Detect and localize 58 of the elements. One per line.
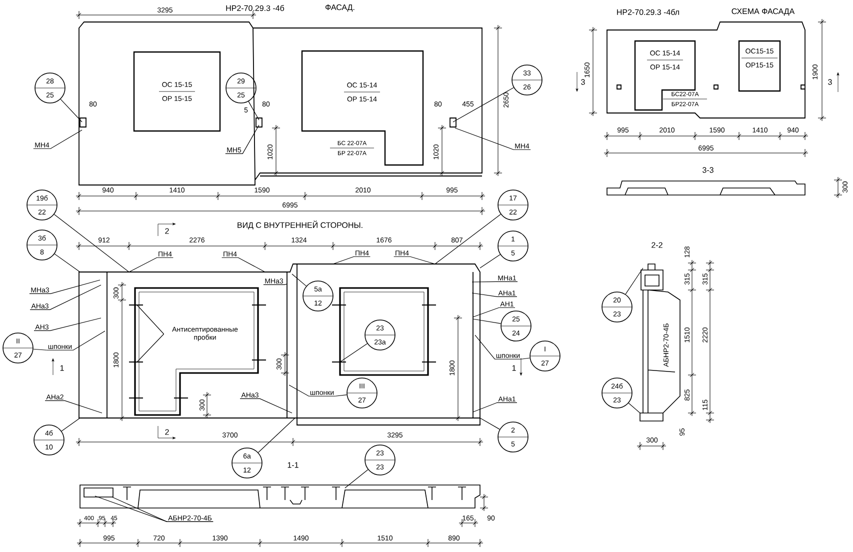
leader-line: [332, 256, 370, 264]
leader-line: [480, 254, 500, 268]
leader-line: [46, 330, 106, 350]
leader-line: [472, 292, 518, 297]
leader-line: [263, 284, 288, 285]
leader-line: [248, 101, 260, 120]
leader-line: [225, 124, 260, 154]
leader-line: [434, 214, 502, 264]
leader-line: [472, 402, 518, 412]
section-label: 3: [828, 79, 832, 85]
section-label: 2: [165, 228, 169, 234]
wall-panel-drawing: [78, 264, 480, 426]
drawing-title: НР2-70.29.3 -4б: [226, 5, 284, 11]
leader-line: [33, 348, 48, 350]
leader-line: [128, 257, 174, 272]
leader-line: [288, 384, 336, 396]
leader-line: [472, 318, 502, 324]
view-title: ВИД С ВНУТРЕННЕЙ СТОРОНЫ.: [238, 220, 362, 230]
leader-line: [334, 394, 347, 396]
section-label: 3: [581, 79, 585, 85]
leader-line: [452, 87, 514, 122]
leader-line: [625, 268, 644, 294]
leader-line: [472, 307, 516, 318]
leader-line: [34, 318, 102, 331]
section-title: 2-2: [652, 242, 662, 248]
leader-line: [340, 343, 368, 362]
leader-line: [61, 418, 80, 432]
section-title: 1-1: [288, 462, 298, 468]
leader-line: [54, 214, 130, 272]
drawing-title: ФАСАД.: [326, 4, 354, 12]
leader-line: [33, 130, 82, 149]
leader-line: [258, 418, 296, 453]
leader-line: [292, 274, 307, 286]
leader-line: [44, 400, 102, 414]
leader-line: [474, 334, 522, 360]
leader-line: [54, 254, 80, 272]
leader-line: [344, 469, 368, 488]
leader-line: [29, 280, 100, 294]
leader-line: [136, 304, 164, 334]
leader-line: [520, 358, 530, 360]
section-label: 1: [512, 365, 516, 371]
leader-line: [222, 257, 266, 272]
leader-line: [480, 418, 500, 430]
leader-line: [628, 402, 640, 414]
leader-line: [472, 281, 518, 282]
leader-line: [136, 334, 164, 362]
leader-line: [454, 128, 531, 150]
drawing-title: СХЕМА ФАСАДА: [732, 8, 795, 16]
drawing-title: НР2-70.29.3 -4бл: [617, 9, 680, 15]
section-drawing: [640, 264, 680, 422]
section-title: 3-3: [702, 167, 714, 173]
leader-line: [30, 284, 102, 310]
leader-line: [60, 98, 82, 122]
leader-line: [394, 256, 436, 264]
section-label: 2: [165, 429, 169, 435]
leader-line: [240, 398, 292, 414]
section-label: 1: [60, 365, 64, 371]
leader-line: [112, 496, 214, 522]
